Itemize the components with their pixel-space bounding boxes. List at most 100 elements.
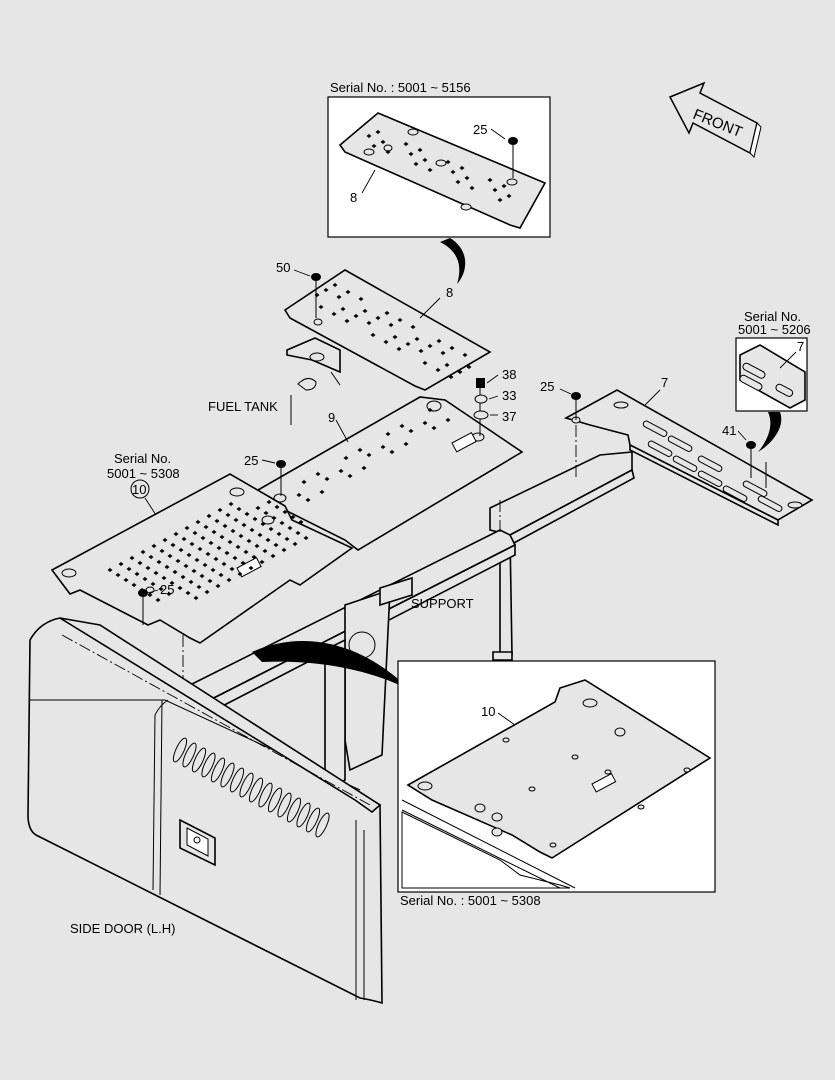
vent-star-icon — [210, 567, 216, 573]
vent-star-icon — [418, 348, 424, 354]
vent-star-icon — [252, 516, 258, 522]
vent-star-icon — [193, 595, 199, 601]
door-louvers — [172, 737, 330, 838]
bolt-50-icon — [311, 273, 321, 318]
vent-star-icon — [383, 339, 389, 345]
vent-star-icon — [115, 572, 121, 578]
vent-star-icon — [181, 536, 187, 542]
vent-star-icon — [237, 571, 243, 577]
vent-star-icon — [224, 550, 230, 556]
louver-slot-icon — [248, 777, 264, 803]
bolt-41-number: 41 — [722, 423, 736, 438]
serial-bottom-label: Serial No. : 5001 ~ 5308 — [400, 893, 541, 908]
inset-right-plate-number: 7 — [797, 339, 804, 354]
vent-star-icon — [497, 197, 503, 203]
slot-icon — [697, 455, 723, 472]
vent-star-icon — [440, 350, 446, 356]
vent-star-icon — [240, 560, 246, 566]
vent-star-icon — [397, 317, 403, 323]
vent-star-icon — [444, 362, 450, 368]
inset-right: Serial No. 5001 ~ 5206 7 — [735, 309, 811, 452]
vent-star-icon — [153, 570, 159, 576]
louver-slot-icon — [172, 737, 188, 763]
vent-star-icon — [164, 564, 170, 570]
vent-star-icon — [211, 529, 217, 535]
vent-star-icon — [459, 165, 465, 171]
vent-star-icon — [194, 557, 200, 563]
vent-star-icon — [396, 346, 402, 352]
vent-star-icon — [196, 584, 202, 590]
support-label: SUPPORT — [411, 596, 474, 611]
vent-star-icon — [175, 558, 181, 564]
vent-star-icon — [222, 523, 228, 529]
plate-8-number: 8 — [446, 285, 453, 300]
vent-star-icon — [353, 313, 359, 319]
inset-right-callout-arrow — [758, 412, 782, 452]
vent-star-icon — [457, 369, 463, 375]
vent-star-icon — [303, 535, 309, 541]
vent-star-icon — [284, 536, 290, 542]
plate-8-body — [283, 269, 492, 391]
bolt-41-icon — [746, 441, 767, 488]
plate-9-number: 9 — [328, 410, 335, 425]
washer-33-number: 33 — [502, 388, 516, 403]
vent-star-icon — [366, 320, 372, 326]
vent-star-icon — [431, 425, 437, 431]
vent-star-icon — [336, 294, 342, 300]
bolt-25-right-icon — [571, 392, 581, 420]
vent-star-icon — [178, 547, 184, 553]
vent-star-icon — [229, 566, 235, 572]
vent-star-icon — [449, 345, 455, 351]
inset-top-bolt-icon — [508, 137, 518, 178]
louver-slot-icon — [305, 807, 321, 833]
vent-star-icon — [233, 517, 239, 523]
vent-star-icon — [266, 499, 272, 505]
vent-star-icon — [243, 549, 249, 555]
bolt-25-left-icon — [138, 589, 148, 625]
vent-star-icon — [219, 534, 225, 540]
bolt-50-number: 50 — [276, 260, 290, 275]
vent-star-icon — [366, 452, 372, 458]
vent-star-icon — [271, 515, 277, 521]
louver-slot-icon — [296, 802, 311, 828]
vent-star-icon — [145, 565, 151, 571]
vent-star-icon — [281, 547, 287, 553]
vent-star-icon — [290, 514, 296, 520]
vent-star-icon — [204, 589, 210, 595]
vent-star-icon — [191, 568, 197, 574]
vent-star-icon — [200, 535, 206, 541]
plate-10-number: 10 — [132, 482, 146, 497]
vent-star-icon — [263, 510, 269, 516]
vent-star-icon — [142, 576, 148, 582]
vent-star-icon — [262, 548, 268, 554]
vent-star-icon — [347, 473, 353, 479]
washer-37-icon — [473, 410, 489, 420]
vent-star-icon — [448, 374, 454, 380]
bolt-25-right-number: 25 — [540, 379, 554, 394]
vent-star-icon — [343, 455, 349, 461]
vent-star-icon — [422, 360, 428, 366]
fuel-tank-bracket: FUEL TANK — [208, 337, 341, 425]
vent-star-icon — [427, 167, 433, 173]
vent-star-icon — [422, 420, 428, 426]
vent-star-icon — [380, 444, 386, 450]
vent-star-icon — [362, 308, 368, 314]
vent-star-icon — [323, 287, 329, 293]
bolt-25-mid-number: 25 — [244, 453, 258, 468]
louver-slot-icon — [286, 797, 302, 823]
vent-star-icon — [251, 554, 257, 560]
slot-icon — [697, 470, 723, 487]
vent-star-icon — [273, 542, 279, 548]
bolt-38-number: 38 — [502, 367, 516, 382]
plate-8: 50 8 — [276, 260, 492, 391]
serial-right-line1: Serial No. — [744, 309, 801, 324]
plate-7-number: 7 — [661, 375, 668, 390]
inset-top-holes — [363, 128, 518, 211]
slot-icon — [722, 485, 748, 502]
vent-star-icon — [375, 129, 381, 135]
vent-star-icon — [107, 567, 113, 573]
side-door: SIDE DOOR (L.H) — [27, 617, 383, 1005]
vent-star-icon — [469, 185, 475, 191]
vent-star-icon — [148, 554, 154, 560]
slot-icon — [667, 435, 693, 452]
